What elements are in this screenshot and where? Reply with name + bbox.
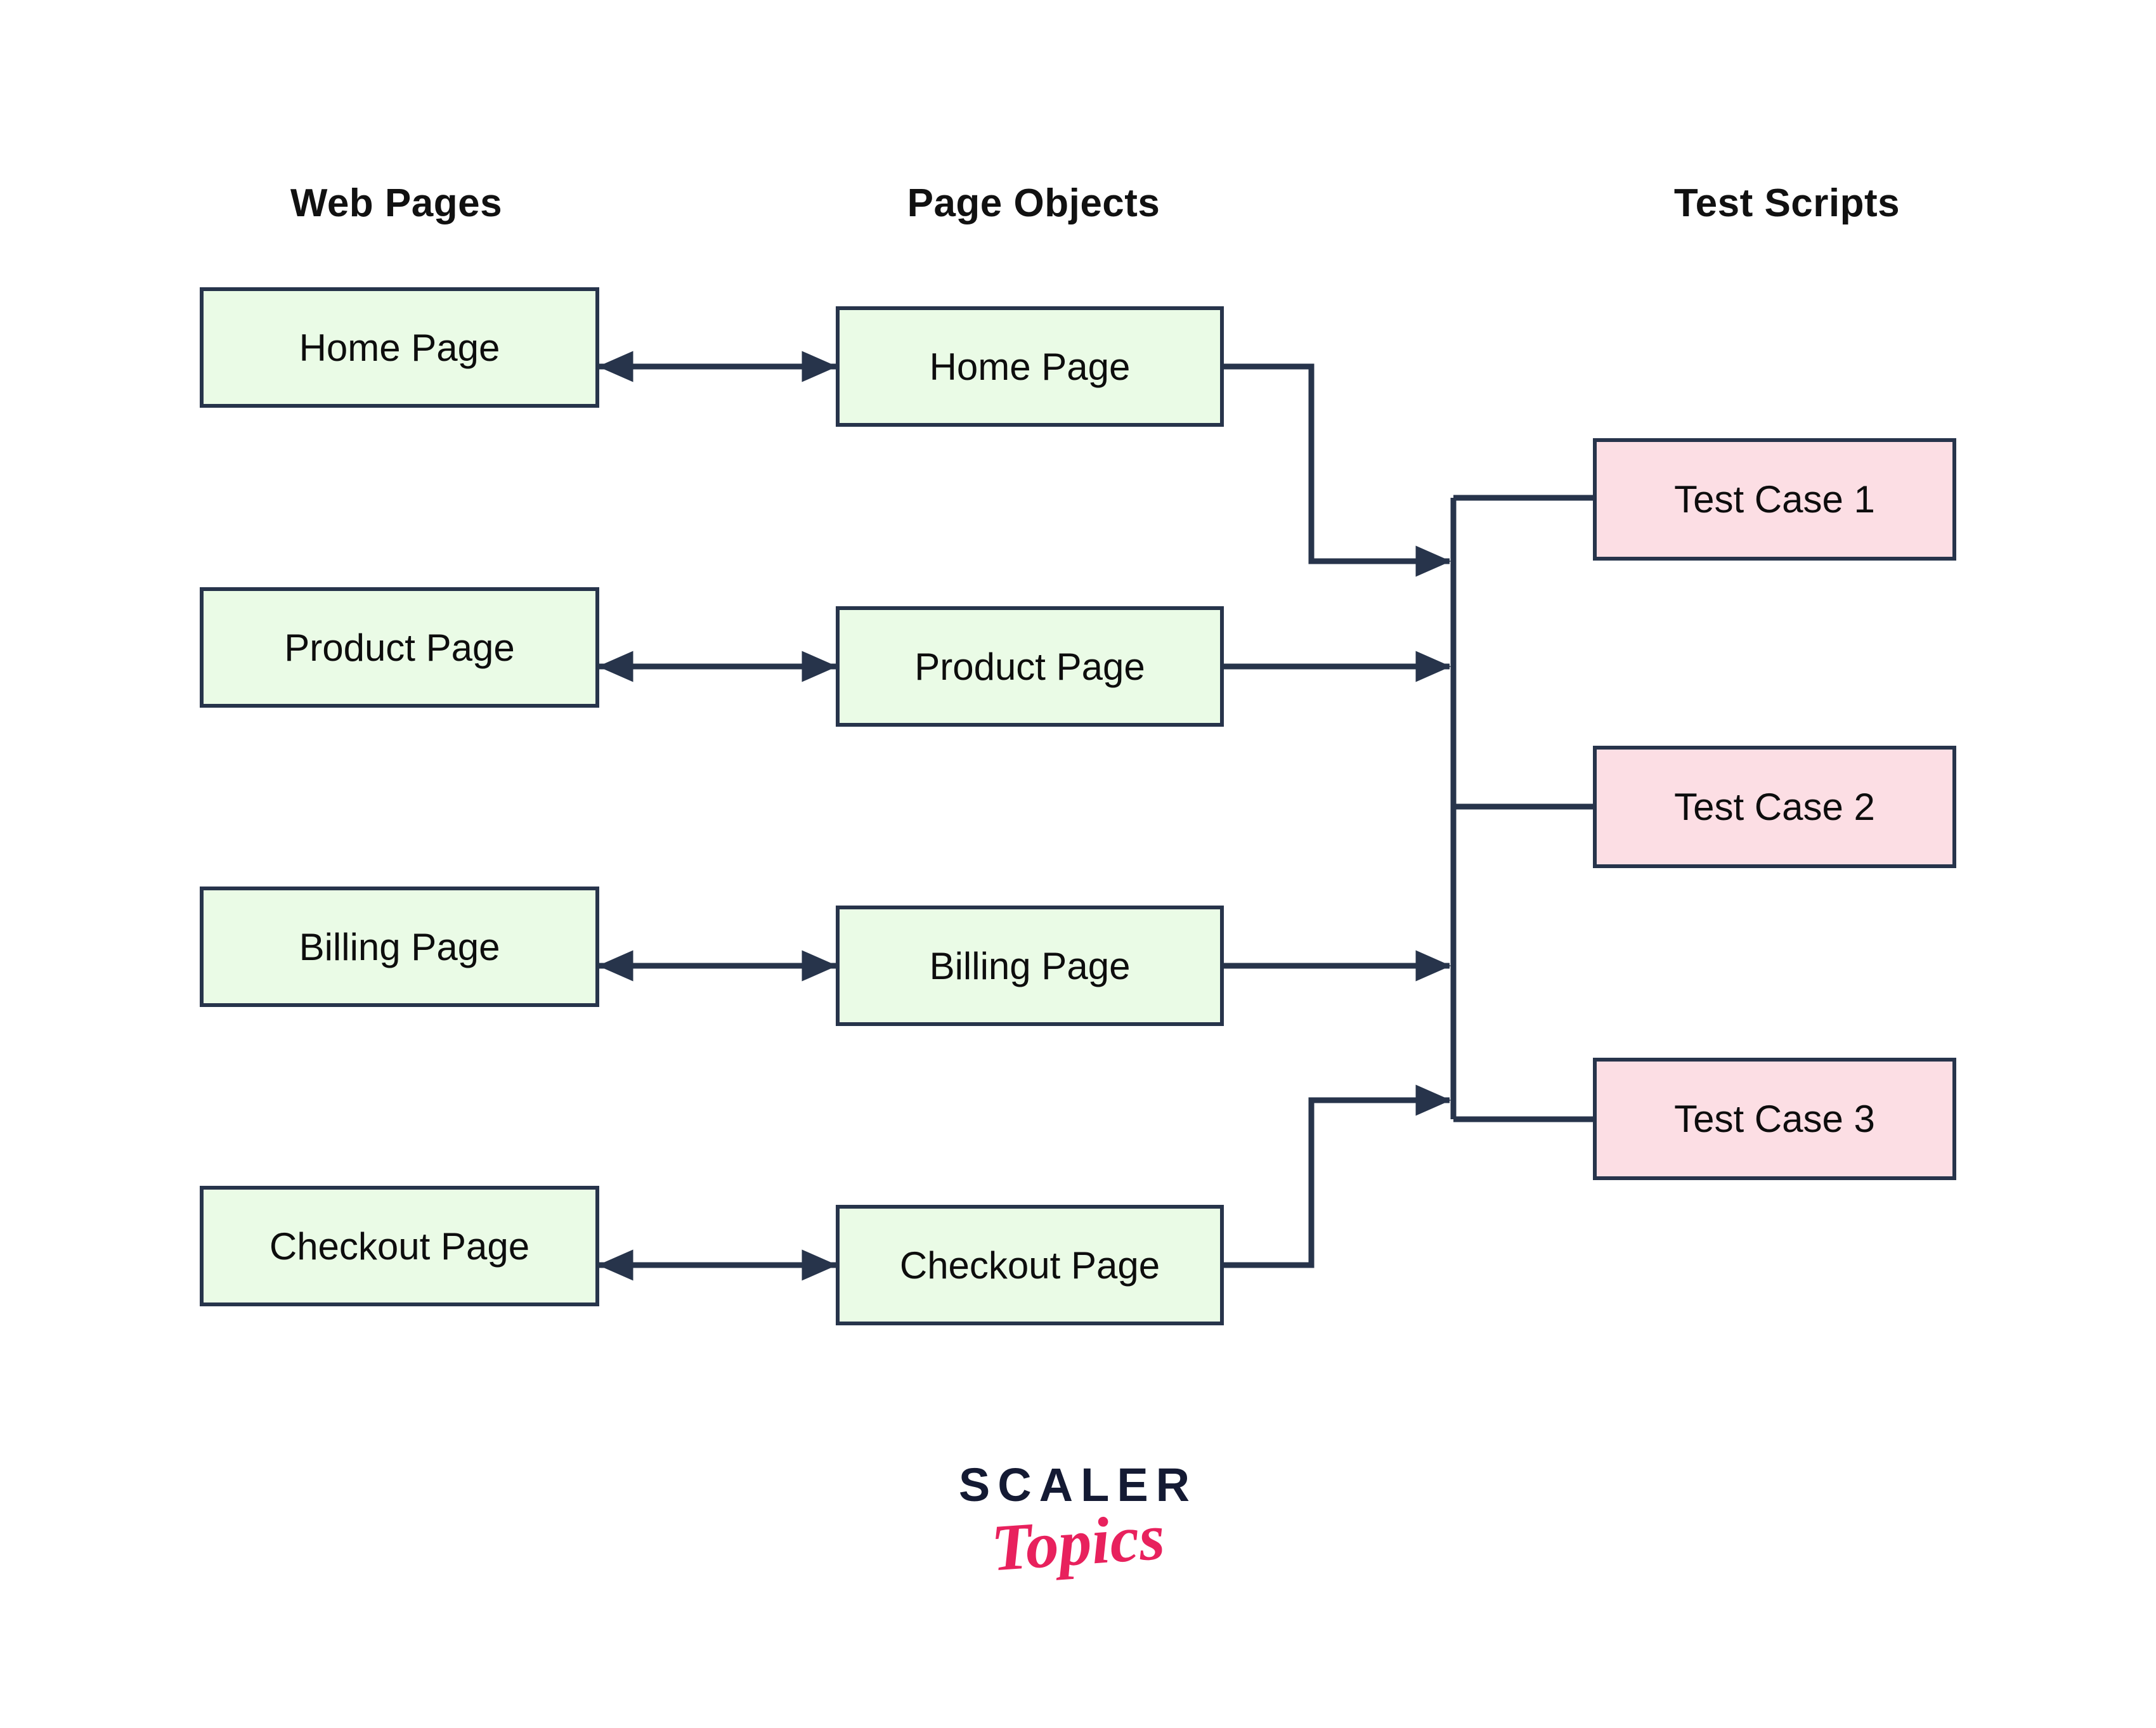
link-po-home-to-trunk [1224,363,1451,577]
node-label: Home Page [299,326,500,369]
logo-topics-text: Topics [989,1500,1167,1585]
node-tc-3[interactable]: Test Case 3 [1593,1058,1956,1180]
node-label: Checkout Page [269,1225,530,1268]
node-label: Home Page [929,345,1131,388]
node-po-checkout[interactable]: Checkout Page [836,1205,1224,1325]
node-tc-1[interactable]: Test Case 1 [1593,438,1956,561]
column-header-page-objects: Page Objects [907,181,1160,225]
node-label: Billing Page [929,944,1131,987]
node-web-checkout[interactable]: Checkout Page [200,1186,599,1306]
node-po-home[interactable]: Home Page [836,306,1224,427]
column-header-web-pages: Web Pages [290,181,503,225]
node-tc-2[interactable]: Test Case 2 [1593,746,1956,868]
node-label: Test Case 2 [1674,786,1875,828]
scaler-topics-logo: SCALER Topics [958,1458,1198,1585]
node-label: Test Case 1 [1674,478,1875,521]
logo-scaler-text: SCALER [958,1458,1198,1511]
node-label: Checkout Page [899,1244,1160,1287]
node-web-billing[interactable]: Billing Page [200,887,599,1007]
node-po-product[interactable]: Product Page [836,606,1224,727]
column-header-test-scripts: Test Scripts [1673,181,1900,225]
node-label: Billing Page [299,925,500,968]
node-label: Test Case 3 [1674,1098,1875,1140]
link-po-checkout-to-trunk [1224,1084,1451,1268]
node-web-home[interactable]: Home Page [200,287,599,408]
node-web-product[interactable]: Product Page [200,587,599,708]
node-label: Product Page [914,645,1145,688]
node-label: Product Page [284,626,515,669]
node-po-billing[interactable]: Billing Page [836,906,1224,1026]
